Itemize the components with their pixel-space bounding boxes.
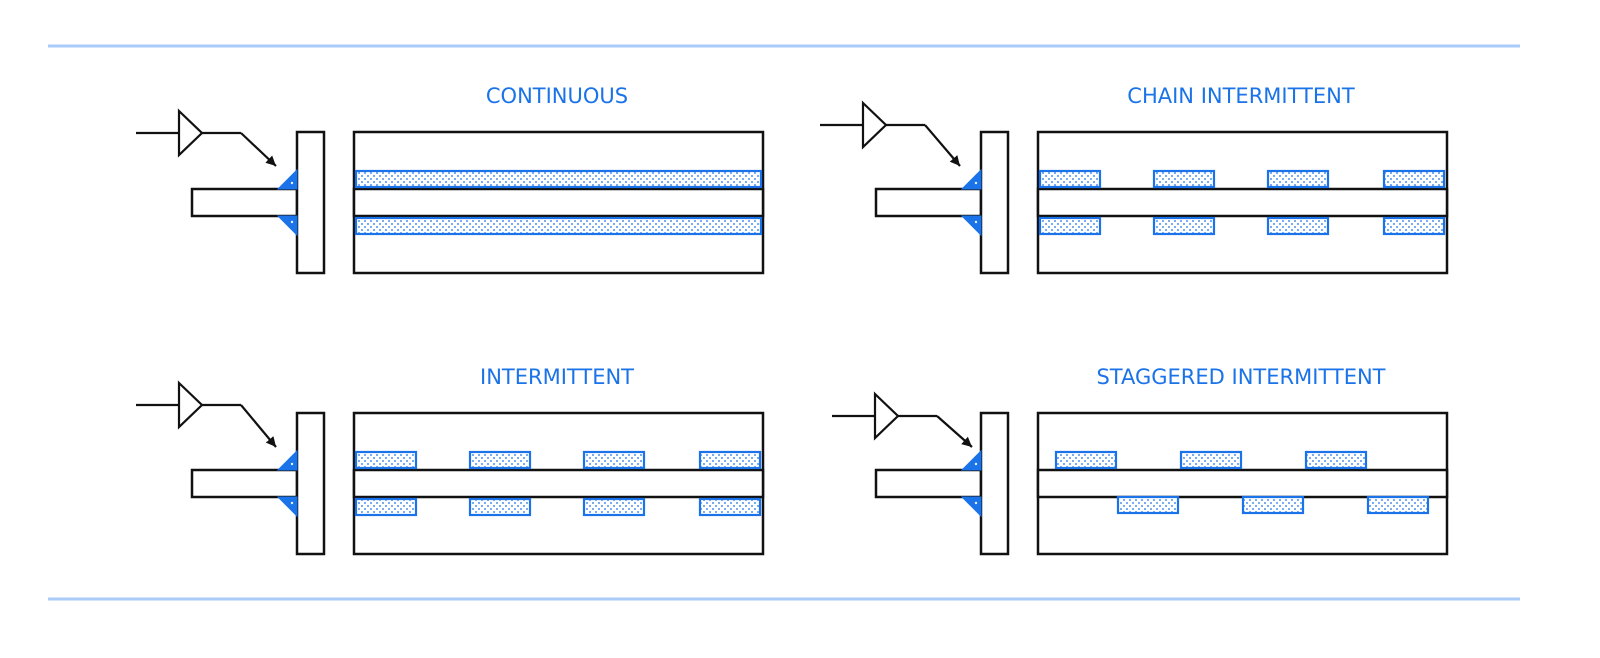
fillet-weld-top — [960, 168, 982, 190]
fillet-weld-top — [276, 449, 298, 471]
weld-bead — [1266, 216, 1330, 236]
leader-arrow — [240, 132, 277, 167]
panel-title: CHAIN INTERMITTENT — [1127, 84, 1355, 108]
weld-bead — [698, 497, 762, 517]
weld-bead — [1266, 169, 1330, 189]
weld-bead — [1179, 450, 1243, 470]
leader-arrow — [924, 124, 961, 167]
web-plate — [874, 187, 983, 218]
weld-dot — [974, 501, 978, 505]
plan-web-strip — [352, 187, 765, 218]
weld-bead — [1054, 450, 1118, 470]
panel-intermittent: INTERMITTENT — [136, 365, 765, 556]
fillet-weld-top — [276, 168, 298, 190]
weld-bead — [1038, 169, 1102, 189]
panel-staggered: STAGGERED INTERMITTENT — [832, 365, 1449, 556]
fillet-weld-symbol — [177, 108, 204, 158]
weld-bead — [1038, 216, 1102, 236]
weld-bead — [354, 216, 763, 236]
web-plate — [190, 187, 299, 218]
weld-bead — [582, 450, 646, 470]
weld-bead — [1116, 495, 1180, 515]
weld-dot — [974, 181, 978, 185]
weld-dot — [974, 220, 978, 224]
leader-arrow — [240, 404, 277, 448]
weld-dot — [290, 462, 294, 466]
weld-dot — [290, 220, 294, 224]
panel-title: STAGGERED INTERMITTENT — [1096, 365, 1385, 389]
weld-bead — [1366, 495, 1430, 515]
fillet-weld-bottom — [276, 215, 298, 237]
fillet-weld-top — [960, 449, 982, 471]
weld-bead — [698, 450, 762, 470]
fillet-weld-bottom — [960, 496, 982, 518]
weld-bead — [1152, 169, 1216, 189]
panel-title: INTERMITTENT — [480, 365, 634, 389]
weld-bead — [354, 450, 418, 470]
weld-dot — [290, 181, 294, 185]
plan-web-strip — [352, 468, 765, 499]
weld-bead — [582, 497, 646, 517]
fillet-weld-bottom — [276, 496, 298, 518]
panel-continuous: CONTINUOUS — [136, 84, 765, 275]
panel-chain: CHAIN INTERMITTENT — [820, 84, 1449, 275]
flange-plate — [295, 411, 326, 556]
weld-bead — [468, 450, 532, 470]
panels-layer: CONTINUOUS CHAIN INTERMITTENT INTERMITTENT… — [136, 84, 1449, 556]
panel-title: CONTINUOUS — [486, 84, 628, 108]
weld-bead — [1241, 495, 1305, 515]
web-plate — [190, 468, 299, 499]
fillet-weld-symbol — [873, 391, 900, 441]
flange-plate — [295, 130, 326, 275]
fillet-weld-symbol — [177, 380, 204, 430]
web-plate — [874, 468, 983, 499]
weld-dot — [974, 462, 978, 466]
weld-dot — [290, 501, 294, 505]
weld-bead — [1382, 169, 1446, 189]
weld-bead — [354, 169, 763, 189]
weld-bead — [468, 497, 532, 517]
fillet-weld-bottom — [960, 215, 982, 237]
weld-bead — [1304, 450, 1368, 470]
plan-web-strip — [1036, 468, 1449, 499]
flange-plate — [979, 411, 1010, 556]
plan-web-strip — [1036, 187, 1449, 218]
flange-plate — [979, 130, 1010, 275]
weld-bead — [1152, 216, 1216, 236]
weld-bead — [1382, 216, 1446, 236]
leader-arrow — [936, 415, 973, 448]
fillet-weld-symbol — [861, 100, 888, 150]
weld-bead — [354, 497, 418, 517]
